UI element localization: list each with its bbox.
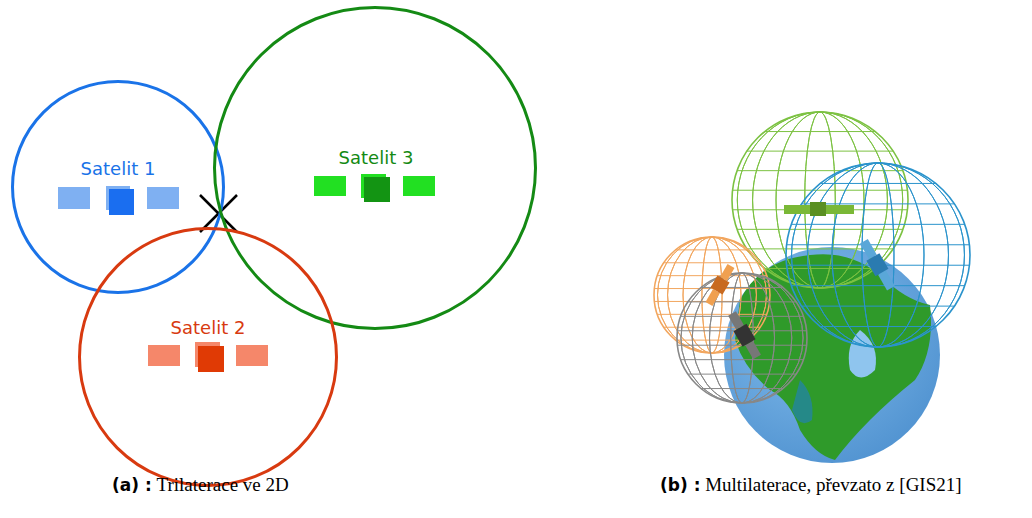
caption-text: Trilaterace ve 2D xyxy=(156,474,288,495)
satellite-label: Satelit 1 xyxy=(81,158,156,179)
subfigure-tag: (b) : xyxy=(660,475,700,495)
figure-caption: (a) : Trilaterace ve 2D xyxy=(112,474,289,496)
satellite-icon xyxy=(58,186,179,215)
satellite-label: Satelit 3 xyxy=(339,147,414,168)
satellite-icon xyxy=(703,262,737,307)
range-circle: Satelit 2 xyxy=(78,227,338,487)
satellite-label: Satelit 2 xyxy=(171,317,246,338)
figure-caption: (b) : Multilaterace, převzato z [GIS21] xyxy=(660,474,962,496)
range-circle: Satelit 3 xyxy=(213,6,537,330)
caption-text: Multilaterace, převzato z [GIS21] xyxy=(705,474,961,495)
subfigure-tag: (a) : xyxy=(112,475,152,495)
satellite-icon xyxy=(784,202,854,216)
range-circle: Satelit 1 xyxy=(11,80,225,294)
satellite-icon xyxy=(148,342,268,372)
wireframe-spheres xyxy=(654,112,970,403)
satellite-icon xyxy=(314,174,435,202)
satellite-icon xyxy=(726,310,764,361)
satellite-icon xyxy=(857,238,897,292)
